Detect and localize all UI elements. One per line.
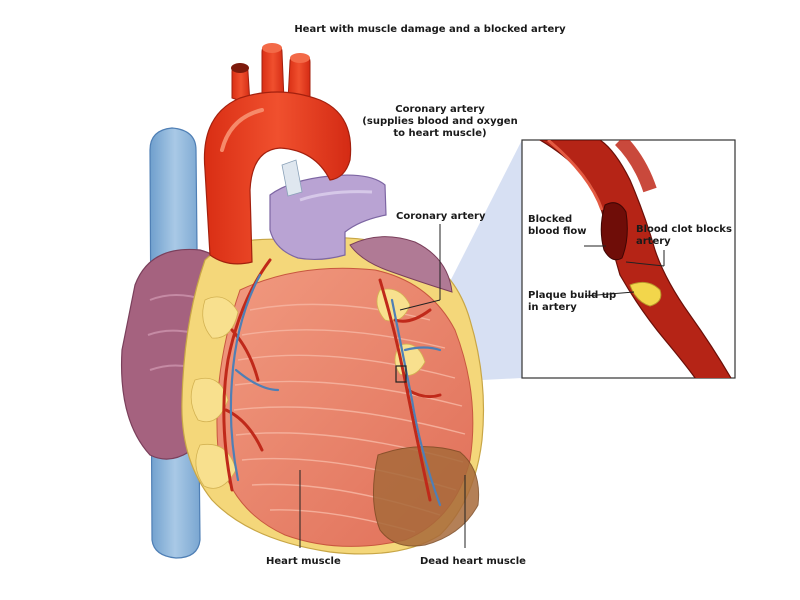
- blood-clot: [600, 202, 628, 261]
- plaque-deposit: [629, 281, 662, 307]
- diagram-title: Heart with muscle damage and a blocked a…: [294, 24, 566, 35]
- pulmonary-artery: [269, 174, 387, 261]
- left-atrium: [349, 236, 453, 293]
- label-heart-muscle: Heart muscle: [266, 556, 341, 567]
- inset-panel: [521, 139, 736, 379]
- label-coronary-artery: Coronary artery: [396, 211, 486, 222]
- label-dead-heart-muscle: Dead heart muscle: [420, 556, 526, 567]
- leader-lines: [299, 224, 466, 548]
- aorta: [203, 43, 352, 265]
- cardiac-veins: [229, 273, 442, 507]
- dead-muscle-region: [372, 446, 480, 547]
- zoom-marker: [395, 365, 407, 383]
- label-blood-clot: Blood clot blocks artery: [636, 224, 732, 247]
- label-plaque: Plaque build up in artery: [528, 290, 617, 313]
- label-blocked-blood-flow: Blocked blood flow: [528, 214, 587, 237]
- label-coronary-artery-main: Coronary artery (supplies blood and oxyg…: [362, 104, 518, 139]
